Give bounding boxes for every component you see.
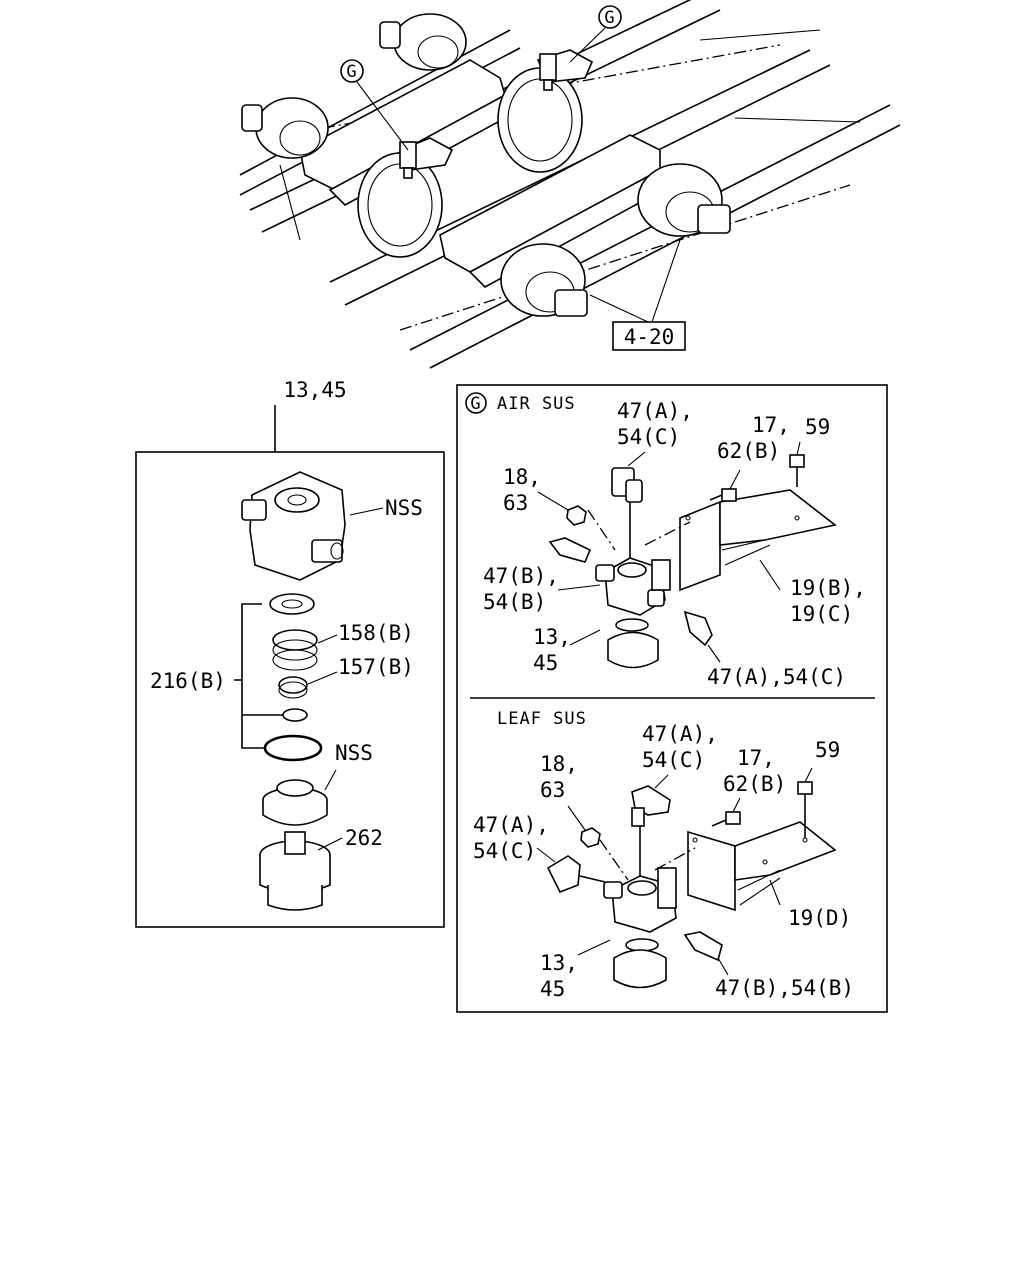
- detail-panel: G AIR SUS 47(A), 54(C) 17, 62(B) 59 18, …: [456, 384, 888, 1013]
- label-157b: 157(B): [338, 655, 414, 679]
- air-bracket: [679, 500, 721, 592]
- filter-cover-nss: [262, 779, 328, 826]
- leaf-sus-section: LEAF SUS 47(A), 54(C) 17, 62(B) 59 18, 6…: [473, 709, 854, 1001]
- air-bolt-59: [789, 454, 805, 468]
- air-label-45: 45: [533, 651, 558, 675]
- air-label-54c-1: 54(C): [617, 425, 680, 449]
- large-o-ring: [263, 734, 323, 762]
- air-nut-18: [566, 505, 587, 526]
- air-label-54b: 54(B): [483, 590, 546, 614]
- air-label-19c: 19(C): [790, 602, 853, 626]
- air-fitting-right: [683, 610, 713, 647]
- callout-g-left: [340, 59, 364, 83]
- callout-g-top: [598, 5, 622, 29]
- leaf-label-54c-2: 54(C): [473, 839, 536, 863]
- leaf-label-62b: 62(B): [723, 772, 786, 796]
- nss-top-label: NSS: [385, 496, 423, 520]
- air-label-47a-54c: 47(A),54(C): [707, 665, 846, 689]
- air-bolt-17: [721, 488, 737, 502]
- leaf-label-13: 13,: [540, 951, 578, 975]
- valve-on-axle-left: [398, 137, 454, 179]
- leaf-label-17: 17,: [737, 746, 775, 770]
- filter-262: [259, 831, 331, 911]
- air-label-63: 63: [503, 491, 528, 515]
- air-valve: [595, 557, 671, 669]
- spring-158b: [272, 629, 318, 671]
- detail-callout-g: [465, 392, 487, 414]
- label-158b: 158(B): [338, 621, 414, 645]
- leaf-valve: [603, 867, 677, 989]
- valve-body: [241, 471, 346, 581]
- axle-overview: G G 4-20: [239, 0, 901, 369]
- leaf-label-18: 18,: [540, 752, 578, 776]
- assembly-title-label: 13,45: [283, 378, 346, 402]
- ref-box-4-20: [612, 321, 686, 351]
- exploded-assembly-panel: 13,45 NSS 216(B) 158(B): [135, 378, 445, 928]
- air-label-62b: 62(B): [717, 439, 780, 463]
- air-label-19b: 19(B),: [790, 576, 866, 600]
- valve-on-axle-right: [536, 49, 594, 91]
- leaf-label-45: 45: [540, 977, 565, 1001]
- hub-front-left: [500, 243, 588, 317]
- leaf-bolt-59: [797, 781, 813, 795]
- seat-157b: [278, 676, 308, 694]
- callout-g-top-label: G: [604, 8, 615, 28]
- air-sus-title: AIR SUS: [497, 394, 576, 414]
- air-label-47a-1: 47(A),: [617, 399, 693, 423]
- leaf-label-19d: 19(D): [788, 906, 851, 930]
- leaf-sus-title: LEAF SUS: [497, 709, 587, 729]
- leaf-label-47a-2: 47(A),: [473, 813, 549, 837]
- air-label-59: 59: [805, 415, 830, 439]
- air-label-47b: 47(B),: [483, 564, 559, 588]
- hub-rear-left: [241, 97, 329, 159]
- label-262: 262: [345, 826, 383, 850]
- air-sus-section: AIR SUS 47(A), 54(C) 17, 62(B) 59 18, 63…: [483, 394, 866, 689]
- leaf-bolt-17: [725, 811, 741, 825]
- air-fitting-left: [548, 537, 592, 563]
- label-216b: 216(B): [150, 669, 226, 693]
- leaf-bracket: [687, 830, 736, 912]
- hub-front-right: [637, 163, 731, 237]
- leaf-label-59: 59: [815, 738, 840, 762]
- detail-callout-label: G: [470, 394, 481, 414]
- leaf-nut-18: [580, 827, 601, 848]
- leaf-fitting-right: [683, 931, 723, 962]
- air-label-18: 18,: [503, 465, 541, 489]
- leaf-label-47a-1: 47(A),: [642, 722, 718, 746]
- nss-mid-label: NSS: [335, 741, 373, 765]
- ref-box-label: 4-20: [624, 325, 675, 349]
- callout-g-left-label: G: [346, 62, 357, 82]
- detail-frame: [456, 384, 888, 1013]
- leaf-label-54c-1: 54(C): [642, 748, 705, 772]
- air-label-17: 17,: [752, 413, 790, 437]
- leaf-fitting-left: [546, 855, 581, 894]
- leaf-label-63: 63: [540, 778, 565, 802]
- washer: [269, 593, 315, 615]
- leaf-label-47b-54b: 47(B),54(B): [715, 976, 854, 1000]
- small-o-ring: [282, 708, 308, 722]
- assembly-frame: [135, 451, 445, 928]
- hub-rear-right: [379, 13, 467, 71]
- air-label-13: 13,: [533, 625, 571, 649]
